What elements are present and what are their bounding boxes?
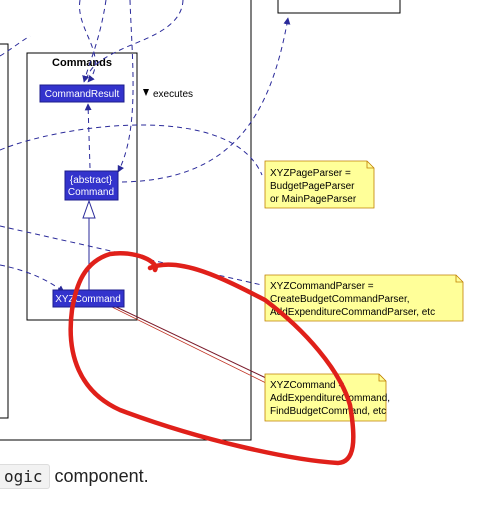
command-result-class[interactable] — [39, 84, 125, 103]
left-to-xyz-arrow — [0, 264, 65, 293]
architecture-diagram: Commands CommandResult {abstract} Comman… — [0, 0, 464, 466]
command-note-link — [111, 304, 267, 379]
command-parser-note-line-3: AddExpenditureCommandParser, etc — [270, 307, 435, 318]
page-parser-note-line-1: XYZPageParser = — [270, 168, 351, 179]
incoming-arrow-top-2 — [79, 0, 96, 83]
abstract-command-label: Command — [68, 187, 114, 198]
command-parser-note-line-1: XYZCommandParser = — [270, 281, 374, 292]
result-to-abstract-dep — [84, 103, 92, 169]
abstract-stereotype-label: {abstract} — [70, 175, 113, 186]
page-parser-note-line-2: BudgetPageParser — [270, 181, 355, 192]
xyz-command-label: XYZCommand — [55, 294, 121, 305]
command-note-line-2: AddExpenditureCommand, — [270, 393, 390, 404]
abstract-command-class[interactable] — [64, 170, 119, 201]
command-note-line-1: XYZCommand = — [270, 380, 344, 391]
command-note-link-b — [111, 306, 269, 385]
left-to-abstract-curve — [0, 124, 263, 176]
command-result-label: CommandResult — [45, 89, 120, 100]
incoming-arrow-top-1 — [82, 0, 107, 83]
executes-arrow — [117, 0, 134, 173]
page-parser-note-line-3: or MainPageParser — [270, 194, 357, 205]
left-inner-frame — [0, 43, 9, 419]
commands-package-title: Commands — [52, 57, 112, 69]
logic-code-span: ogic — [0, 464, 50, 489]
command-note: XYZCommand = AddExpenditureCommand, Find… — [264, 373, 390, 422]
command-note-line-3: FindBudgetCommand, etc — [270, 406, 386, 417]
logic-frame — [0, 0, 252, 441]
command-parser-note-line-2: CreateBudgetCommandParser, — [270, 294, 410, 305]
executes-direction-icon — [143, 89, 149, 96]
caption: ogic component. — [0, 464, 149, 494]
incoming-arrow-top-3 — [85, 0, 184, 83]
caption-text: component. — [49, 466, 149, 486]
left-top-connector — [0, 35, 31, 57]
abstract-to-model-arrow — [121, 17, 291, 183]
model-box — [277, 0, 401, 14]
inheritance-triangle — [82, 199, 96, 219]
red-annotation-stroke — [68, 250, 356, 466]
page-parser-note: XYZPageParser = BudgetPageParser or Main… — [264, 160, 375, 209]
command-parser-note: XYZCommandParser = CreateBudgetCommandPa… — [264, 274, 464, 322]
xyz-command-class[interactable] — [52, 289, 125, 308]
commands-package — [26, 52, 138, 321]
executes-label: executes — [153, 89, 193, 100]
